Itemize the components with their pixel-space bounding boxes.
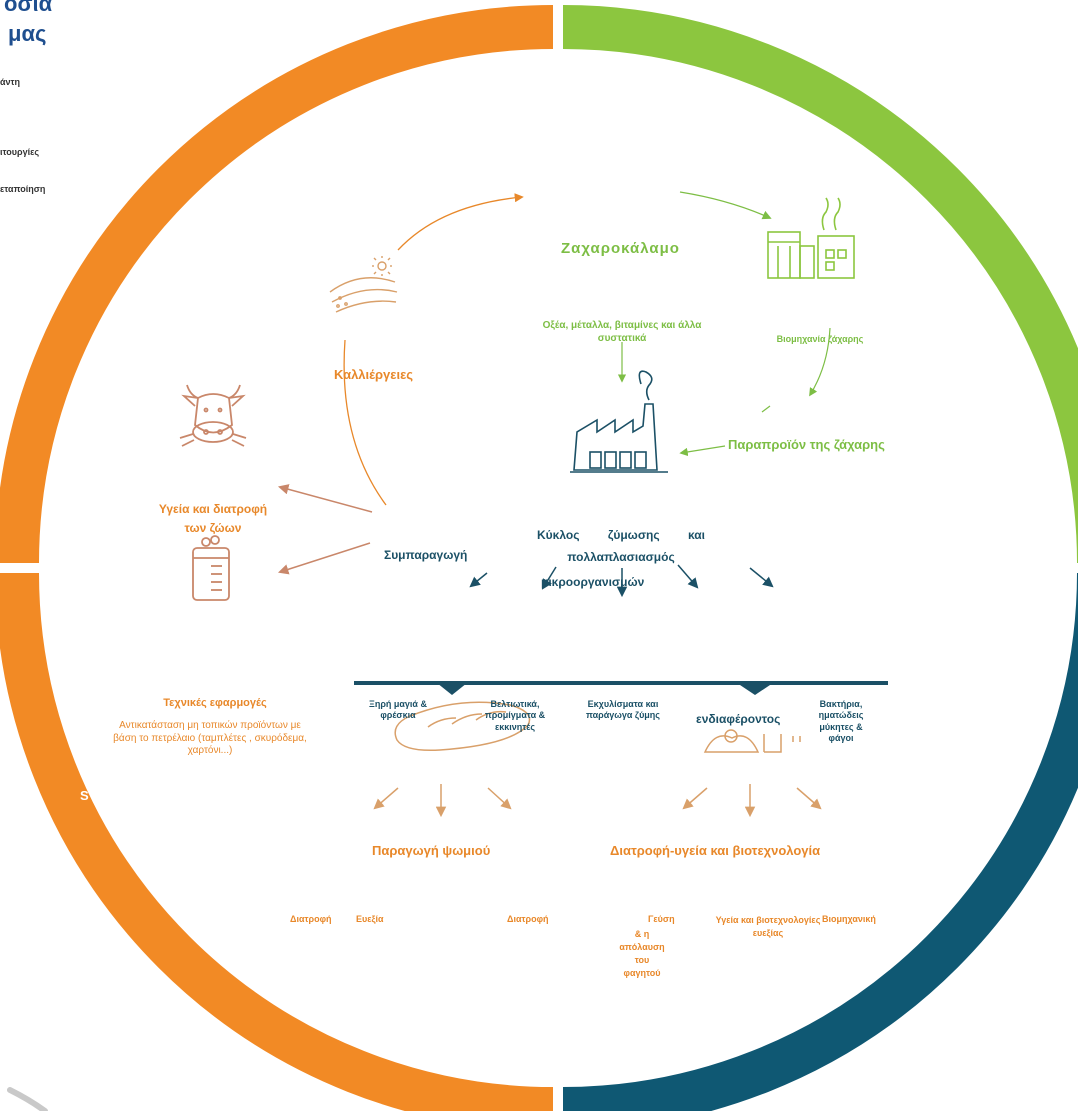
label-nutrition-biotech: Διατροφή-υγεία και βιοτεχνολογία (610, 843, 821, 858)
lab-icon (703, 729, 801, 753)
label-crops: Καλλιέργειες (334, 367, 414, 382)
label-fermentation-3: μικροοργανισμών (541, 575, 645, 589)
navy-arrows (469, 564, 774, 598)
green-tick (761, 405, 771, 413)
label-bread-production: Παραγωγή ψωμιού (372, 843, 491, 858)
label-dry-yeast: Ξηρή μαγιά & φρέσκια (369, 699, 427, 721)
sugar-factory-icon (767, 197, 855, 279)
arrow-industrial-sugar-down (809, 327, 831, 397)
ring-quadrant-lower-left (0, 572, 554, 1111)
label-wellbeing: Ευεξία (356, 914, 384, 924)
output-arrows (373, 784, 822, 818)
label-extracts: Εκχυλίσματα και παράγωγα ζύμης (586, 699, 660, 721)
crops-arc-down (343, 339, 387, 506)
label-cogeneration: Συμπαραγωγή (384, 548, 468, 562)
arrow-byproduct-to-plant (679, 445, 726, 457)
label-nutrition: Διατροφή (290, 914, 332, 924)
label-fermentation-2: πολλαπλασιασμός (567, 550, 675, 564)
label-taste-sub: & η απόλαυση του φαγητού (619, 929, 665, 979)
label-animal-health: Υγεία και διατροφή των ζώων (158, 502, 268, 535)
label-interest: ενδιαφέροντος (696, 712, 781, 726)
ring-letters-lower-left: S (80, 788, 89, 803)
label-fermentation-1: Κύκλος ζύμωσης και (537, 528, 705, 542)
arrow-cogeneration-to-animal (277, 484, 373, 513)
label-technical-title: Τεχνικές εφαρμογές (163, 697, 267, 709)
side-list-item-3[interactable]: εταποίηση (0, 184, 46, 194)
page-title-line2: μας (8, 21, 47, 46)
label-nutrition-2: Διατροφή (507, 914, 549, 924)
label-byproduct: Παραπροϊόν της ζάχαρης (728, 437, 885, 452)
separator-notch-left (437, 683, 467, 695)
page-title-line1: οσιά (4, 0, 53, 16)
label-technical-body: Αντικατάσταση μη τοπικών προϊόντων με βά… (113, 720, 307, 756)
side-list-item-2[interactable]: ιτουργίες (0, 147, 40, 157)
separator-notch-right (737, 683, 773, 695)
ring-quadrant-lower-right (562, 572, 1078, 1111)
arrow-crops-to-top (397, 193, 524, 251)
arrow-cogeneration-to-jar (278, 542, 371, 575)
fermentation-plant-icon (570, 370, 668, 473)
label-bacteria: Βακτήρια, ηματώδεις μύκητες & φάγοι (818, 699, 864, 743)
field-sun-icon (329, 256, 398, 313)
jar-icon (192, 535, 230, 601)
ring-quadrant-upper-left (0, 5, 554, 564)
label-sugarcane: Ζαχαροκάλαμο (561, 240, 680, 257)
side-list-item-1[interactable]: άντη (0, 77, 21, 87)
outer-ring (0, 5, 1078, 1111)
label-industrial-sugar: Βιομηχανία ζάχαρης (776, 334, 864, 344)
bread-icon (394, 701, 531, 752)
label-improvers: Βελτιωτικά, προμίγματα & εκκινητές (484, 699, 546, 732)
bottom-corner-icon (7, 1087, 48, 1111)
arrow-top-to-factory (679, 191, 772, 220)
label-industrial: Βιομηχανική (822, 914, 876, 924)
cow-icon (179, 384, 247, 447)
label-acids: Οξέα, μέταλλα, βιταμίνες και άλλα συστατ… (542, 320, 702, 344)
label-health: Υγεία και βιοτεχνολογίες ευεξίας (715, 915, 821, 939)
ring-quadrant-upper-right (562, 5, 1078, 564)
label-taste: Γεύση (648, 914, 675, 924)
